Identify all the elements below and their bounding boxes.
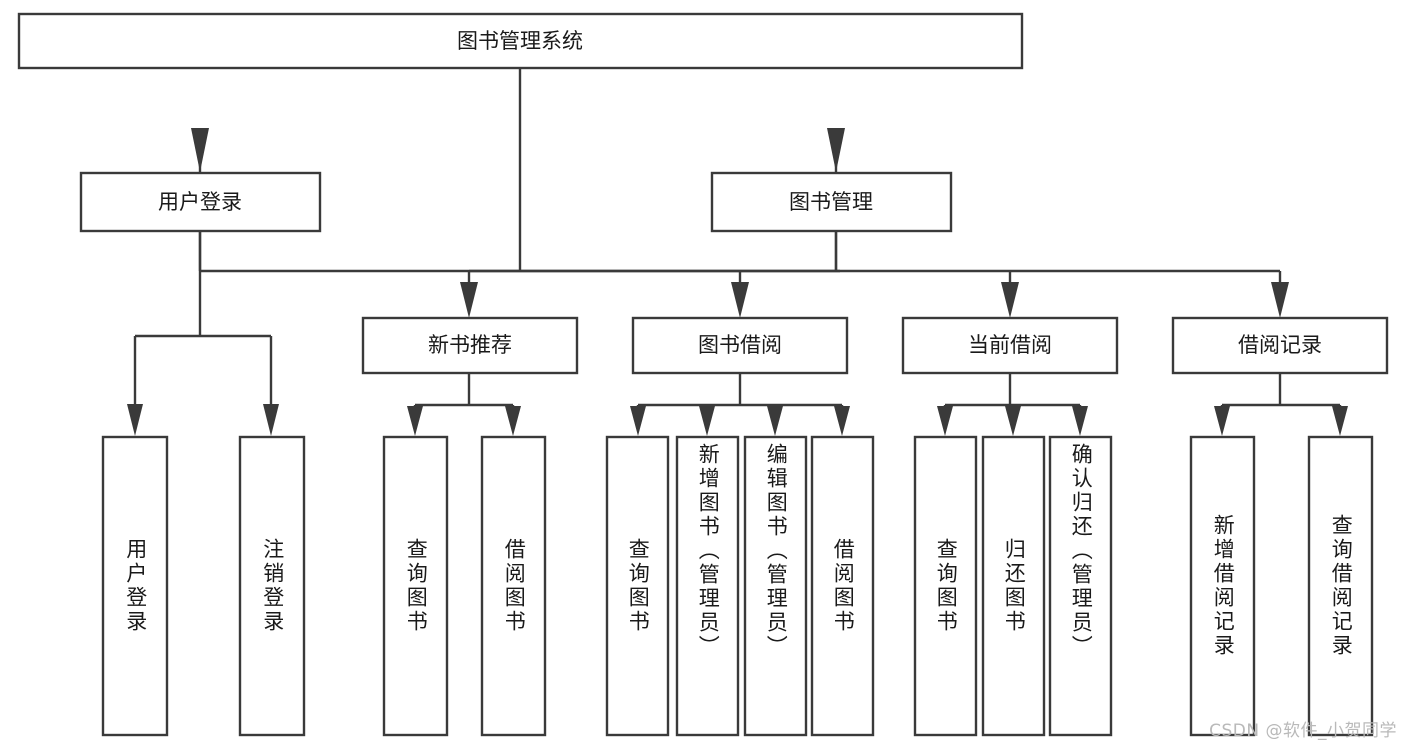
- arrowhead-leaf-confirm-return: [1072, 406, 1088, 436]
- arrowhead-book-borrow: [731, 282, 749, 318]
- arrowhead-leaf-user-logout: [263, 404, 279, 436]
- watermark-text: CSDN @软件_小贺同学: [1209, 721, 1397, 741]
- node-label-book-manage: 图书管理: [789, 190, 873, 214]
- arrowhead-leaf-borrow-book-2: [834, 406, 850, 436]
- node-box-leaf-add-record[interactable]: [1189, 435, 1256, 737]
- leaf-label-wrap-add-record: 新增借阅记录: [1191, 437, 1254, 735]
- node-label-current-borrow: 当前借阅: [968, 333, 1052, 357]
- arrowhead-new-book-recommend: [460, 282, 478, 318]
- node-box-leaf-borrow-book-2[interactable]: [810, 435, 875, 737]
- leaf-label-wrap-borrow-book-1: 借阅图书: [482, 437, 545, 735]
- arrowhead-leaf-return-book: [1005, 406, 1021, 436]
- leaf-label-query-record: 查询借阅记录: [1329, 514, 1354, 658]
- node-box-new-book-recommend[interactable]: [361, 316, 579, 375]
- leaf-label-wrap-confirm-return: 确认归还（管理员）: [1050, 443, 1111, 735]
- node-box-leaf-user-login[interactable]: [101, 435, 169, 737]
- arrowhead-leaf-query-record: [1332, 406, 1348, 436]
- arrowhead-leaf-query-book-1: [407, 406, 423, 436]
- leaf-label-add-record: 新增借阅记录: [1211, 514, 1236, 658]
- node-box-leaf-return-book[interactable]: [981, 435, 1046, 737]
- leaf-label-wrap-query-record: 查询借阅记录: [1309, 437, 1372, 735]
- arrowhead-leaf-add-record: [1214, 406, 1230, 436]
- arrowhead-borrow-record: [1271, 282, 1289, 318]
- node-box-leaf-confirm-return[interactable]: [1048, 435, 1113, 737]
- node-label-borrow-record: 借阅记录: [1238, 333, 1322, 357]
- arrowhead-user-login: [191, 128, 209, 172]
- arrowhead-leaf-edit-book: [767, 406, 783, 436]
- arrowhead-current-borrow: [1001, 282, 1019, 318]
- leaf-label-borrow-book-1: 借阅图书: [502, 538, 527, 634]
- node-box-user-login[interactable]: [79, 171, 322, 233]
- leaf-label-query-book-2: 查询图书: [626, 538, 651, 634]
- node-box-leaf-query-book-1[interactable]: [382, 435, 449, 737]
- leaf-label-edit-book: 编辑图书（管理员）: [764, 443, 789, 659]
- arrowhead-leaf-borrow-book-1: [505, 406, 521, 436]
- node-box-book-manage[interactable]: [710, 171, 953, 233]
- node-label-new-book-recommend: 新书推荐: [428, 333, 512, 357]
- node-box-current-borrow[interactable]: [901, 316, 1119, 375]
- leaf-label-wrap-add-book: 新增图书（管理员）: [677, 443, 738, 735]
- leaf-label-wrap-edit-book: 编辑图书（管理员）: [745, 443, 806, 735]
- leaf-label-wrap-query-book-2: 查询图书: [607, 437, 668, 735]
- leaf-label-wrap-user-login: 用户登录: [103, 437, 167, 735]
- node-box-leaf-edit-book[interactable]: [743, 435, 808, 737]
- leaf-label-return-book: 归还图书: [1002, 538, 1027, 634]
- node-label-root: 图书管理系统: [457, 29, 583, 53]
- node-box-book-borrow[interactable]: [631, 316, 849, 375]
- nodes-layer: 图书管理系统 用户登录 图书管理 新书推荐 图书借阅 当前借阅 借阅记录: [17, 12, 1389, 737]
- leaf-label-user-login: 用户登录: [123, 538, 148, 634]
- arrowhead-leaf-user-login: [127, 404, 143, 436]
- node-box-leaf-borrow-book-1[interactable]: [480, 435, 547, 737]
- node-box-leaf-query-book-3[interactable]: [913, 435, 978, 737]
- node-box-leaf-add-book[interactable]: [675, 435, 740, 737]
- leaf-label-confirm-return: 确认归还（管理员）: [1069, 443, 1094, 659]
- leaf-label-query-book-3: 查询图书: [934, 538, 959, 634]
- leaf-label-wrap-borrow-book-2: 借阅图书: [812, 437, 873, 735]
- leaf-label-wrap-query-book-3: 查询图书: [915, 437, 976, 735]
- leaf-label-wrap-query-book-1: 查询图书: [384, 437, 447, 735]
- node-box-leaf-query-record[interactable]: [1307, 435, 1374, 737]
- node-box-leaf-query-book-2[interactable]: [605, 435, 670, 737]
- node-label-book-borrow: 图书借阅: [698, 333, 782, 357]
- leaf-label-wrap-return-book: 归还图书: [983, 437, 1044, 735]
- node-box-root[interactable]: [17, 12, 1024, 70]
- leaf-label-borrow-book-2: 借阅图书: [831, 538, 856, 634]
- edges-layer: [127, 68, 1348, 436]
- leaf-label-query-book-1: 查询图书: [404, 538, 429, 634]
- leaf-label-wrap-user-logout: 注销登录: [240, 437, 304, 735]
- arrowhead-leaf-add-book: [699, 406, 715, 436]
- node-label-user-login: 用户登录: [158, 190, 242, 214]
- leaf-label-user-logout: 注销登录: [260, 538, 285, 634]
- arrowhead-leaf-query-book-2: [630, 406, 646, 436]
- node-box-leaf-user-logout[interactable]: [238, 435, 306, 737]
- arrowhead-book-manage: [827, 128, 845, 172]
- node-box-borrow-record[interactable]: [1171, 316, 1389, 375]
- arrowhead-leaf-query-book-3: [937, 406, 953, 436]
- leaf-label-add-book: 新增图书（管理员）: [696, 443, 721, 659]
